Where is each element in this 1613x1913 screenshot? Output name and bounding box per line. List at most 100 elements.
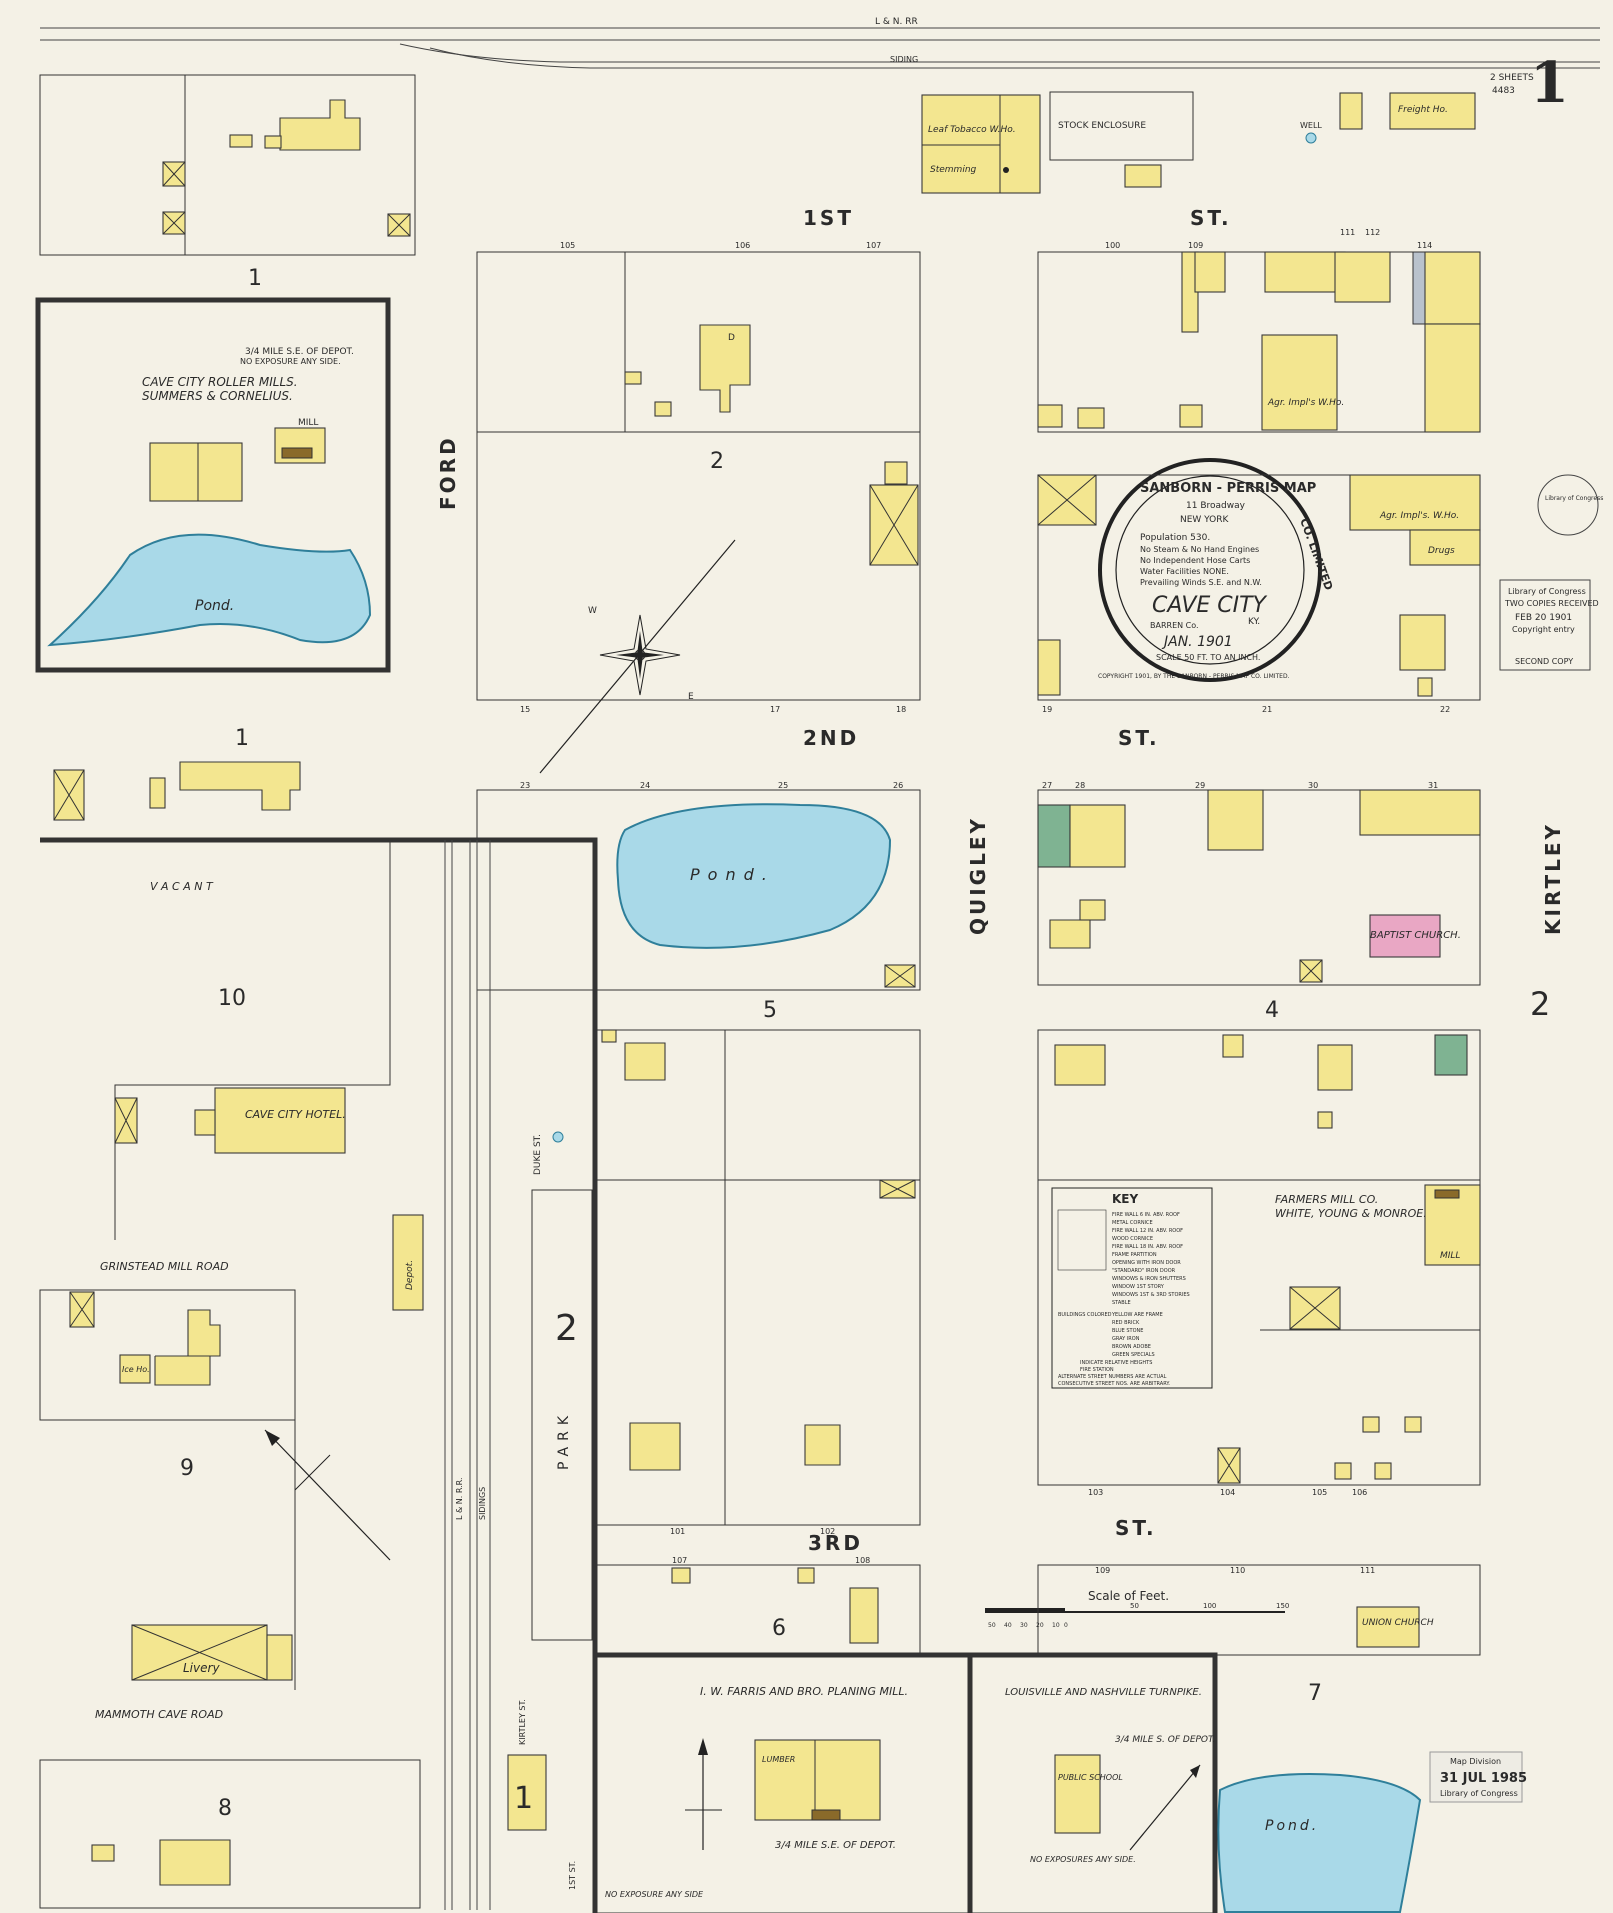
compass-w: W <box>588 606 597 616</box>
building-dwelling <box>1399 614 1446 671</box>
building-gray <box>1412 251 1426 325</box>
key-line: FIRE WALL 6 IN. ABV. ROOF <box>1112 1212 1180 1218</box>
siding-label: SIDING <box>890 55 918 64</box>
street-kirtley-st-label: KIRTLEY ST. <box>518 1699 527 1745</box>
street-park-label: PARK <box>556 1410 572 1470</box>
cartouche-company: SANBORN - PERRIS MAP <box>1140 481 1316 496</box>
house-number: 106 <box>1352 1488 1367 1497</box>
key-color: BLUE STONE <box>1112 1328 1143 1334</box>
block-label: 1 <box>248 266 262 291</box>
block-label: 4 <box>1265 998 1279 1023</box>
pond-label: Pond. <box>195 598 234 614</box>
baptist-label: BAPTIST CHURCH. <box>1370 930 1461 941</box>
key-color: GREEN SPECIALS <box>1112 1352 1155 1358</box>
building-drugs <box>1409 529 1481 566</box>
building <box>1179 404 1203 428</box>
cartouche-county: BARREN Co. <box>1150 621 1199 630</box>
cartouche-town: CAVE CITY <box>1152 593 1268 618</box>
building <box>1207 789 1264 851</box>
building <box>1424 323 1481 433</box>
house-number: 102 <box>820 1527 835 1536</box>
house-number: 110 <box>1230 1566 1245 1575</box>
livery-label: Livery <box>183 1661 220 1675</box>
mammoth-road-label: MAMMOTH CAVE ROAD <box>95 1708 223 1721</box>
union-church-label: UNION CHURCH <box>1362 1618 1434 1628</box>
street-second-st: ST. <box>1118 726 1160 750</box>
house-number: 25 <box>778 781 788 790</box>
cartouche-winds: Prevailing Winds S.E. and N.W. <box>1140 578 1262 587</box>
key-line: OPENING WITH IRON DOOR <box>1112 1260 1181 1266</box>
cartouche-scale: SCALE 50 FT. TO AN INCH. <box>1156 653 1260 662</box>
key-color: BROWN ADOBE <box>1112 1344 1151 1350</box>
building <box>1334 251 1391 303</box>
building-baptist-church <box>1369 914 1441 958</box>
block-label: 2 <box>1530 985 1550 1023</box>
house-number: 108 <box>855 1556 870 1565</box>
lot-topleft <box>39 74 416 256</box>
turnpike-label: LOUISVILLE AND NASHVILLE TURNPIKE. <box>1005 1687 1202 1698</box>
building <box>266 1634 293 1681</box>
building-hotel <box>214 1087 346 1154</box>
building-dwelling <box>159 1839 231 1886</box>
key-line: WINDOWS 1ST & 3RD STORIES <box>1112 1292 1190 1298</box>
pond-mills <box>47 533 372 647</box>
mile-depot2-label: 3/4 MILE S.E. OF DEPOT. <box>775 1840 896 1851</box>
farris-label: I. W. FARRIS AND BRO. PLANING MILL. <box>700 1685 908 1698</box>
building-public-school <box>1054 1754 1101 1834</box>
house-number: 114 <box>1417 241 1432 250</box>
building <box>849 1587 879 1644</box>
farmers-mill-label: FARMERS MILL CO. <box>1275 1193 1378 1206</box>
building <box>654 401 672 417</box>
lumber-label: LUMBER <box>762 1755 795 1764</box>
vacant-label: V A C A N T <box>150 880 214 893</box>
railroad-top-label: L & N. RR <box>875 17 918 27</box>
house-number: 27 <box>1042 781 1052 790</box>
block-label: 1 <box>514 1781 533 1816</box>
cartouche-address: 11 Broadway <box>1186 501 1246 511</box>
railroad-top: L & N. RR SIDING <box>40 17 1600 69</box>
no-exposures-label: NO EXPOSURES ANY SIDE. <box>1030 1855 1136 1864</box>
house-number: 107 <box>672 1556 687 1565</box>
map-cartouche: SANBORN - PERRIS MAP CO. LIMITED 11 Broa… <box>1098 458 1335 682</box>
block-label: 7 <box>1308 1681 1322 1706</box>
building-dwelling <box>629 1422 681 1471</box>
street-duke-label: DUKE ST. <box>533 1134 543 1175</box>
building-green <box>1037 804 1071 868</box>
key-line: FIRE WALL 18 IN. ABV. ROOF <box>1112 1244 1183 1250</box>
building <box>1404 1416 1422 1433</box>
building-planing-mill <box>754 1739 881 1821</box>
white-young-label: WHITE, YOUNG & MONROE. <box>1275 1207 1427 1220</box>
scale-tick: 40 <box>1004 1622 1012 1629</box>
block-8-lot <box>39 1759 421 1909</box>
agr-impl2-label: Agr. Impl's. W.Ho. <box>1379 511 1459 521</box>
block-label: 5 <box>763 998 777 1023</box>
house-number: 17 <box>770 705 780 714</box>
street-second-label: 2ND <box>803 726 859 750</box>
scale-tick: 0 <box>1064 1622 1068 1629</box>
scale-tick: 100 <box>1203 1602 1216 1610</box>
house-number: 106 <box>735 241 750 250</box>
key-line: STABLE <box>1112 1300 1131 1306</box>
building-dwelling <box>1317 1044 1353 1091</box>
building-green <box>1434 1034 1468 1076</box>
roller-mills-panel <box>35 297 391 673</box>
building <box>507 1754 547 1831</box>
hotel-block-outline <box>114 840 391 1240</box>
house-number: 104 <box>1220 1488 1235 1497</box>
loc-two-copies: TWO COPIES RECEIVED <box>1504 599 1599 608</box>
cartouche-state: KY. <box>1248 617 1260 627</box>
dwelling-label: D <box>728 333 735 343</box>
building <box>1037 404 1063 428</box>
house-number: 23 <box>520 781 530 790</box>
railroad-vertical-siding: SIDINGS <box>478 1487 487 1520</box>
key-title: KEY <box>1112 1192 1138 1206</box>
loc-copyright-entry: Copyright entry <box>1512 625 1575 634</box>
house-number: 109 <box>1095 1566 1110 1575</box>
house-number: 28 <box>1075 781 1085 790</box>
building <box>671 1567 691 1584</box>
scale-tick: 50 <box>988 1622 996 1629</box>
street-third-label: 3RD <box>808 1531 863 1555</box>
well-icon <box>552 1131 564 1143</box>
cartouche-water: Water Facilities NONE. <box>1140 567 1229 576</box>
loc-title: Library of Congress <box>1508 587 1586 596</box>
